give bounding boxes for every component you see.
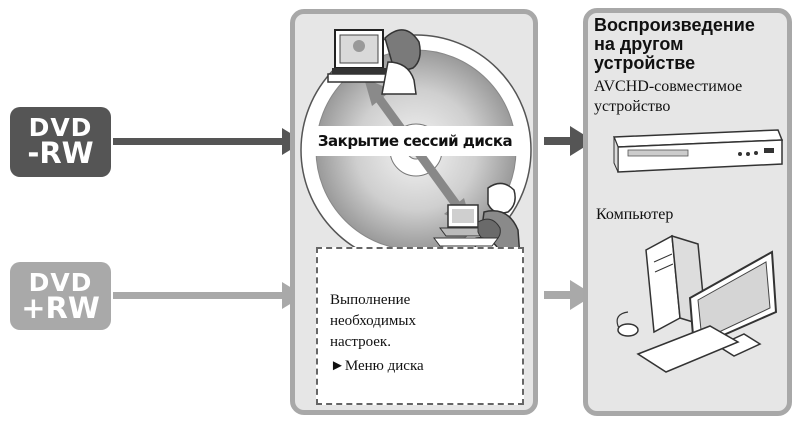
settings-note-box [316,247,524,405]
arrow-out-dark-line [544,137,574,145]
dvd-plus-rw-line2: +RW [21,291,100,325]
avchd-device-line2: устройство [594,98,671,115]
disc-arrow-head-top [364,78,392,106]
playback-title-line1: Воспроизведение [594,15,755,35]
dvd-plus-rw-line1: DVD [28,268,93,297]
computer-label: Компьютер [596,206,674,223]
dvd-rw-line1: DVD [28,113,93,142]
settings-note-line1: Выполнение [330,292,411,308]
arrow-out-light-head [570,280,594,310]
arrow-out-light-line [544,291,574,299]
tv-viewer-illustration [327,29,421,95]
avchd-device-line1: AVCHD-совместимое [594,78,743,95]
arrow-rw-line [113,138,293,145]
dvd-rw-line2: -RW [27,136,94,170]
playback-title-line3: устройстве [594,53,696,73]
arrow-out-dark-head [570,126,594,156]
settings-note-line3: настроек. [330,334,391,350]
dvd-rw-badge: DVD -RW [10,107,111,177]
settings-note-line2: необходимых [330,313,416,329]
finalize-disc-label: Закрытие сессий диска [313,126,517,156]
dvd-player-icon [612,129,784,173]
playback-title-line2: на другом [594,34,684,54]
arrow-prw-line [113,292,293,299]
computer-icon [616,234,778,373]
playback-title: Воспроизведение на другом устройстве [594,16,786,73]
disc-menu-reference: ►Меню диска [330,358,424,374]
dvd-plus-rw-badge: DVD +RW [10,262,111,330]
avchd-device-label: AVCHD-совместимое устройство [594,77,788,117]
